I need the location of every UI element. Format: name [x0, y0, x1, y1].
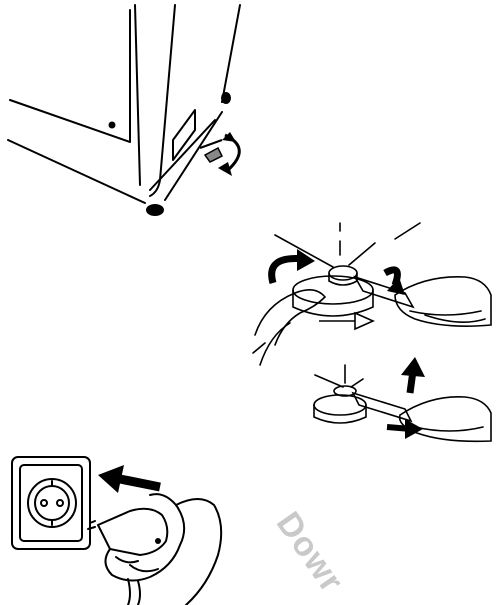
appliance-foot-illustration [0, 0, 250, 230]
wrench-nut-icon [245, 215, 496, 445]
plug-socket-illustration [0, 445, 240, 605]
appliance-corner-icon [0, 0, 250, 230]
watermark-text: Dowr [268, 505, 351, 600]
plug-socket-icon [0, 445, 240, 605]
wrench-locknut-illustration [245, 215, 496, 445]
